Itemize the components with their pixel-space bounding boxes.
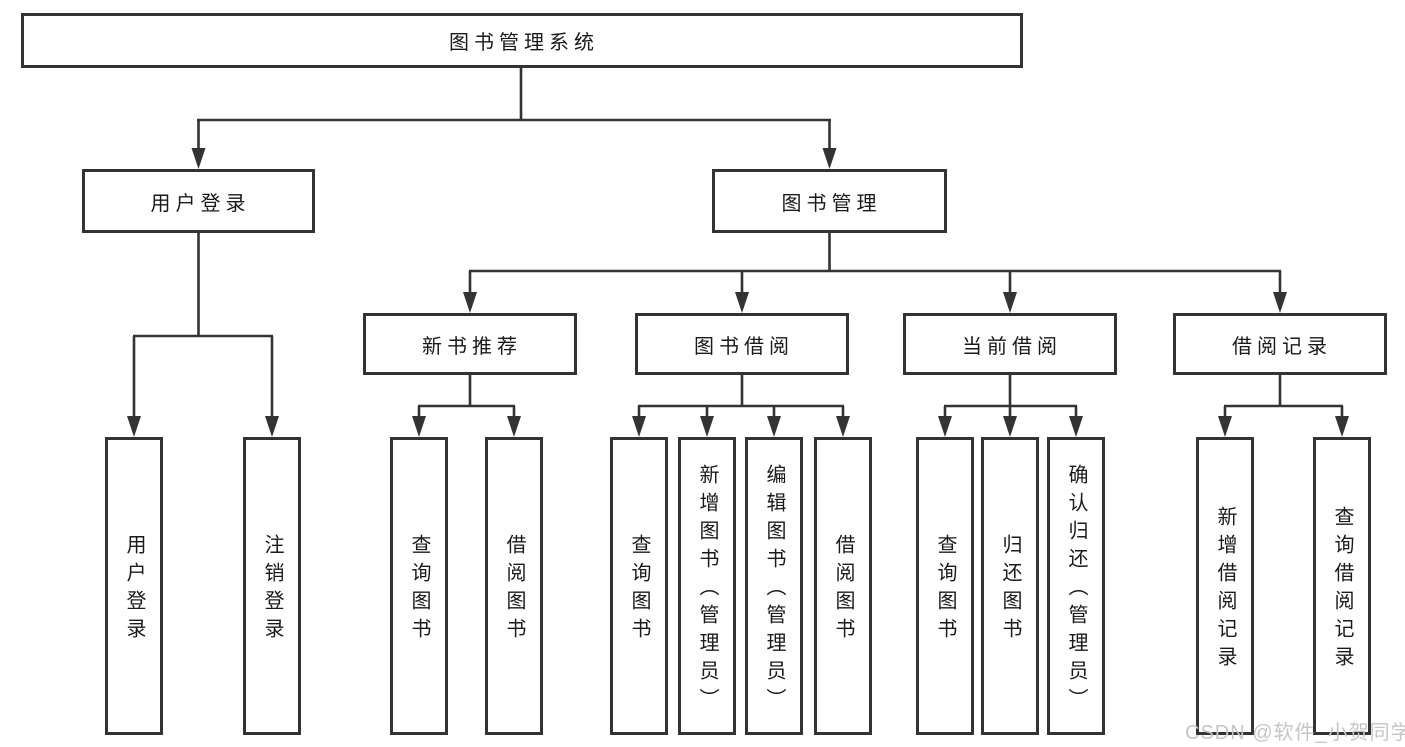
node-book-management: 图书管理 bbox=[712, 169, 947, 233]
leaf-logout-label: 注销登录 bbox=[261, 534, 283, 646]
leaf-user-login: 用户登录 bbox=[105, 437, 163, 735]
leaf-edit-books-admin: 编辑图书（管理员） bbox=[745, 437, 803, 735]
node-borrow-records: 借阅记录 bbox=[1173, 313, 1387, 375]
node-current-borrow-label: 当前借阅 bbox=[962, 335, 1062, 358]
leaf-confirm-return-admin: 确认归还（管理员） bbox=[1047, 437, 1105, 735]
leaf-logout: 注销登录 bbox=[243, 437, 301, 735]
leaf-return-books-label: 归还图书 bbox=[999, 534, 1021, 646]
leaf-recommend-query-books: 查询图书 bbox=[390, 437, 448, 735]
leaf-recommend-query-books-label: 查询图书 bbox=[408, 534, 430, 646]
leaf-borrow-books: 借阅图书 bbox=[814, 437, 872, 735]
leaf-borrow-books-label: 借阅图书 bbox=[832, 534, 854, 646]
node-root: 图书管理系统 bbox=[21, 13, 1023, 68]
node-root-label: 图书管理系统 bbox=[449, 32, 599, 54]
node-book-management-label: 图书管理 bbox=[781, 192, 882, 215]
node-book-borrow: 图书借阅 bbox=[635, 313, 849, 375]
node-book-borrow-label: 图书借阅 bbox=[694, 335, 794, 358]
leaf-current-query-books: 查询图书 bbox=[916, 437, 974, 735]
node-new-book-recommend-label: 新书推荐 bbox=[422, 335, 522, 358]
leaf-user-login-label: 用户登录 bbox=[123, 534, 145, 646]
leaf-current-query-books-label: 查询图书 bbox=[934, 534, 956, 646]
node-user-login-label: 用户登录 bbox=[150, 192, 251, 215]
leaf-recommend-borrow-books-label: 借阅图书 bbox=[503, 534, 525, 646]
leaf-add-borrow-record: 新增借阅记录 bbox=[1196, 437, 1254, 735]
leaf-return-books: 归还图书 bbox=[981, 437, 1039, 735]
node-user-login: 用户登录 bbox=[82, 169, 315, 233]
leaf-query-borrow-record-label: 查询借阅记录 bbox=[1331, 506, 1353, 674]
leaf-add-borrow-record-label: 新增借阅记录 bbox=[1214, 506, 1236, 674]
leaf-query-borrow-record: 查询借阅记录 bbox=[1313, 437, 1371, 735]
leaf-add-books-admin-label: 新增图书（管理员） bbox=[696, 464, 718, 716]
leaf-borrow-query-books-label: 查询图书 bbox=[628, 534, 650, 646]
node-borrow-records-label: 借阅记录 bbox=[1232, 335, 1332, 358]
leaf-borrow-query-books: 查询图书 bbox=[610, 437, 668, 735]
leaf-edit-books-admin-label: 编辑图书（管理员） bbox=[763, 464, 785, 716]
node-new-book-recommend: 新书推荐 bbox=[363, 313, 577, 375]
watermark: CSDN @软件_小贺同学 bbox=[1185, 722, 1405, 744]
leaf-confirm-return-admin-label: 确认归还（管理员） bbox=[1065, 464, 1087, 716]
node-current-borrow: 当前借阅 bbox=[903, 313, 1117, 375]
leaf-recommend-borrow-books: 借阅图书 bbox=[485, 437, 543, 735]
leaf-add-books-admin: 新增图书（管理员） bbox=[678, 437, 736, 735]
